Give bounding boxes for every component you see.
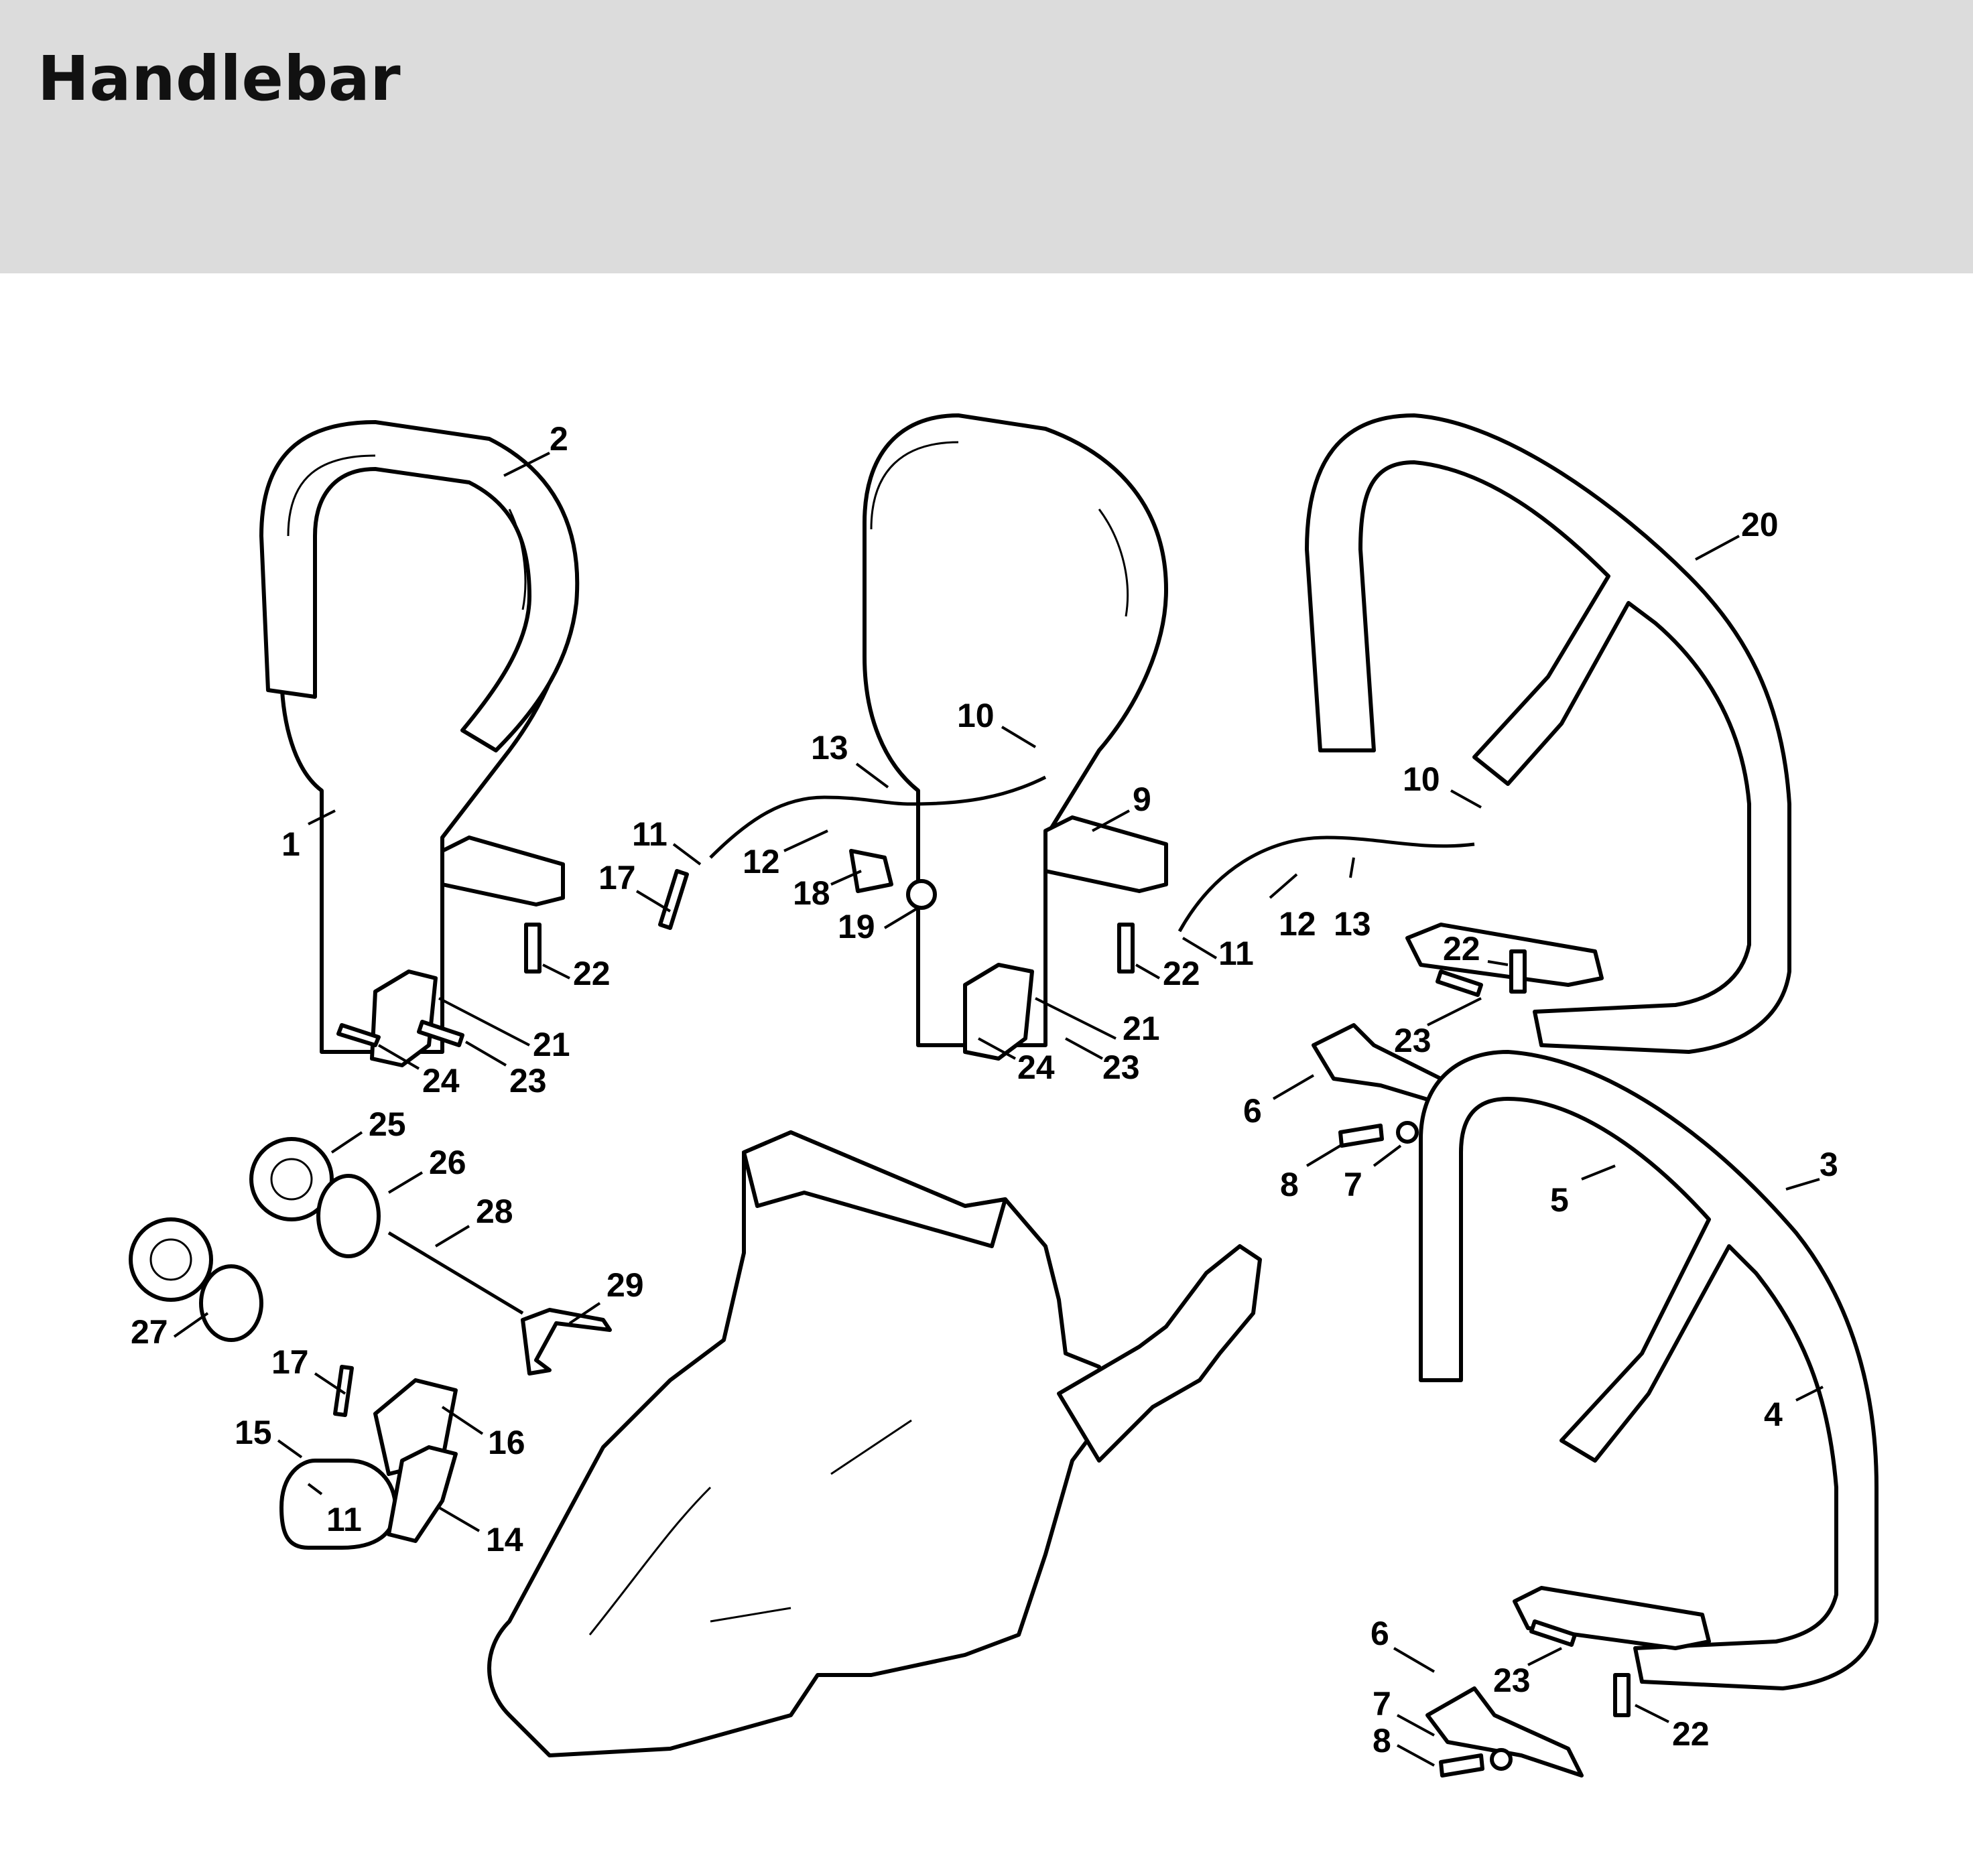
callout-label: 21 [1123,1010,1160,1047]
callout-label: 12 [743,843,780,880]
callout-label: 11 [326,1501,362,1538]
callout-label: 19 [838,908,875,945]
callout-label: 23 [1102,1049,1140,1086]
callout-label: 17 [271,1343,309,1381]
screw-23d [1529,1619,1577,1647]
callout-label: 20 [1741,506,1779,543]
cover-plate-21b [963,963,1034,1061]
callout-label: 5 [1550,1181,1569,1219]
housing-body [487,1130,1115,1757]
page-title: Handlebar [38,43,401,115]
callout-label: 11 [632,815,667,853]
callout-label: 15 [235,1414,272,1451]
callout-label: 25 [369,1106,406,1143]
callout-label: 29 [607,1266,644,1304]
spur-nut-27a [129,1217,213,1302]
callout-label: 17 [598,859,636,896]
callout-label: 14 [486,1521,523,1558]
callouts: 2 1 22 21 24 23 13 11 17 12 18 19 10 9 2… [131,420,1838,1767]
screw-22b [1117,923,1135,974]
handlebar-d [1419,1050,1879,1778]
callout-label: 23 [1493,1662,1531,1699]
heating-wire-b [709,775,1047,859]
screw-24a [336,1023,381,1047]
handlebar-c [1178,413,1791,1148]
o-ring-26 [316,1174,381,1258]
callout-label: 22 [573,955,611,992]
rod-28 [387,1231,524,1315]
screw-23c [1436,969,1483,997]
callout-label: 7 [1344,1166,1362,1203]
callout-label: 24 [1017,1049,1055,1086]
terminal-18 [849,849,893,893]
arm-6b [1425,1686,1584,1778]
washer-7b [1490,1748,1513,1771]
callout-label: 28 [476,1193,513,1230]
callout-label: 7 [1373,1685,1391,1723]
callout-label: 8 [1280,1166,1299,1203]
housing-rear-handle [1057,1244,1262,1463]
callout-label: 9 [1133,781,1151,818]
callout-label: 2 [550,420,568,458]
handlebar-tube-20 [1305,413,1791,1054]
nut-19 [906,879,937,910]
callout-label: 8 [1373,1722,1391,1759]
callout-label: 23 [1394,1022,1431,1059]
handlebar-b [658,413,1168,1061]
screw-23a [417,1020,464,1047]
callout-label: 27 [131,1313,168,1351]
handlebar-tube-3 [1419,1050,1879,1690]
heating-wire-c [1178,835,1475,933]
mount-bracket-d [1513,1586,1711,1650]
mount-bracket-a [440,835,565,907]
callout-label: 3 [1820,1146,1838,1183]
washer-7a [1396,1121,1419,1144]
screw-8a [1338,1124,1384,1148]
screw-8b [1439,1753,1484,1778]
handlebar-tube-b [863,413,1168,1047]
callout-label: 10 [1403,760,1440,798]
callout-label: 24 [422,1062,460,1099]
callout-label: 1 [281,825,300,863]
small-parts [129,1137,612,1550]
callout-label: 12 [1279,905,1316,943]
callout-label: 22 [1163,955,1200,992]
callout-label: 6 [1243,1092,1262,1130]
screw-22a [524,923,542,974]
callout-label: 13 [1334,905,1371,943]
clip-29 [521,1308,612,1376]
spur-nut-25 [249,1137,334,1221]
holder-14 [387,1445,458,1543]
callout-label: 22 [1672,1715,1710,1753]
screw-22d [1613,1673,1631,1717]
mount-bracket-c [1405,923,1604,987]
engine-housing [487,1130,1262,1757]
callout-label: 16 [488,1424,525,1461]
handlebar-grip-2 [259,420,580,752]
callout-label: 6 [1371,1615,1389,1652]
callout-label: 13 [811,729,848,766]
callout-label: 26 [429,1144,466,1181]
screw-22c [1509,949,1527,994]
o-ring-27 [199,1264,263,1342]
header-band: Handlebar [0,0,1973,273]
plug-17a [658,869,689,930]
callout-label: 18 [793,874,830,912]
mount-bracket-b [1043,815,1168,893]
callout-label: 21 [533,1026,570,1063]
callout-label: 11 [1218,935,1254,972]
callout-label: 22 [1443,930,1480,967]
handlebar-a [259,420,580,1067]
callout-label: 4 [1764,1396,1783,1433]
callout-label: 23 [509,1062,547,1099]
cover-plate-21a [370,969,438,1067]
housing-top-panel [742,1130,1007,1248]
callout-label: 10 [957,697,995,734]
